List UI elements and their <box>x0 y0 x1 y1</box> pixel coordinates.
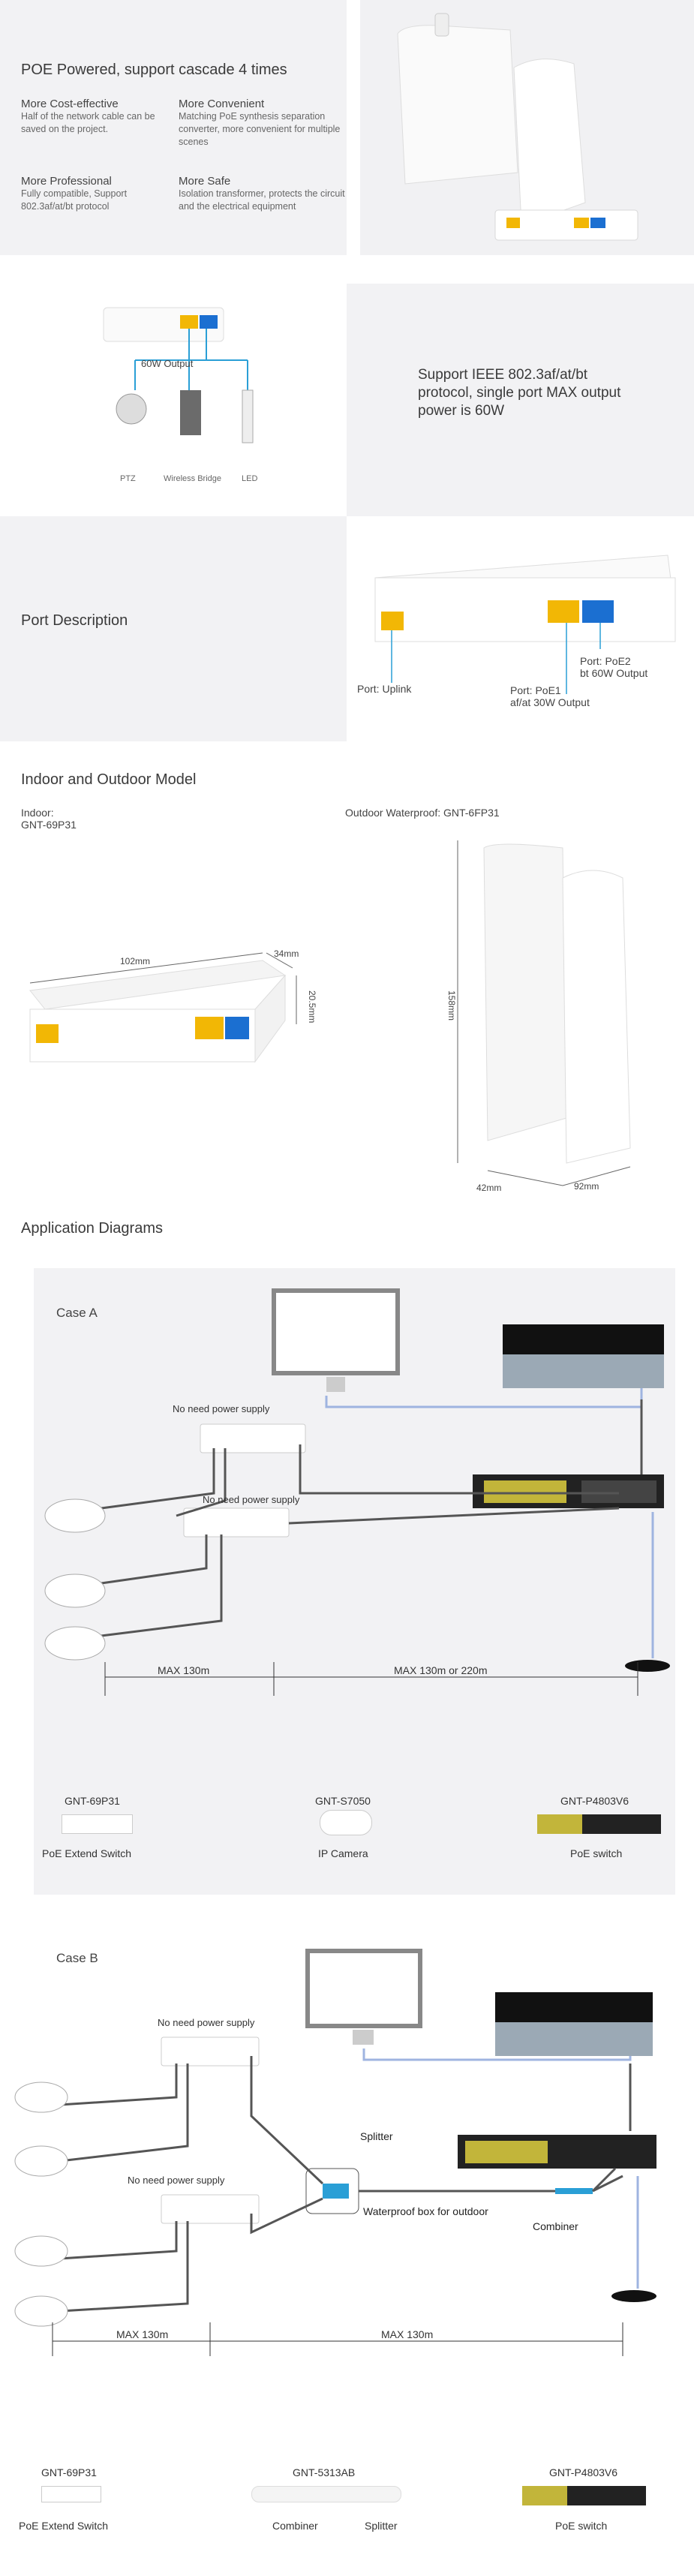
case-a-label: Case A <box>56 1306 98 1320</box>
indoor-model-image: 102mm 34mm 20.5mm <box>29 948 317 1063</box>
case-b-no-power-2: No need power supply <box>128 2175 225 2186</box>
case-a-no-power-2: No need power supply <box>203 1494 300 1505</box>
indoor-label: Indoor: GNT-69P31 <box>21 807 77 831</box>
feature-desc: Fully compatible, Support 802.3af/at/bt … <box>21 188 128 212</box>
dim-34: 34mm <box>274 948 299 959</box>
case-a-max1: MAX 130m <box>158 1664 209 1676</box>
dim-92: 92mm <box>574 1181 599 1192</box>
port-poe1-label: Port: PoE1 af/at 30W Output <box>510 684 590 708</box>
device-ptz: PTZ <box>120 474 136 483</box>
case-b-diagram: No need power supply No need power suppl… <box>14 1949 656 2356</box>
device-bridge: Wireless Bridge <box>164 474 222 483</box>
port-uplink-label: Port: Uplink <box>357 683 412 695</box>
outdoor-label: Outdoor Waterproof: GNT-6FP31 <box>345 807 500 819</box>
case-b-p1-model: GNT-69P31 <box>41 2466 97 2478</box>
outdoor-model-image: 158mm 42mm 92mm <box>446 840 631 1193</box>
feature-title: More Cost-effective <box>21 98 119 110</box>
dim-158: 158mm <box>446 990 457 1020</box>
feature-title: More Convenient <box>179 98 265 110</box>
case-b-p2-name: Combiner <box>272 2520 318 2532</box>
models-title: Indoor and Outdoor Model <box>21 771 197 788</box>
app-title: Application Diagrams <box>21 1220 163 1237</box>
port-poe2-label: Port: PoE2 bt 60W Output <box>580 655 647 679</box>
case-a-no-power-1: No need power supply <box>173 1403 270 1414</box>
case-a-p2-name: IP Camera <box>318 1847 368 1859</box>
feature-title: More Safe <box>179 175 231 188</box>
dim-42: 42mm <box>476 1183 501 1193</box>
case-b-p2-model: GNT-5313AB <box>293 2466 356 2478</box>
port-poe1-line2: af/at 30W Output <box>510 696 590 708</box>
feature-desc: Matching PoE synthesis separation conver… <box>179 111 341 147</box>
case-b-p2-icon <box>251 2486 401 2502</box>
case-b-p3-icon <box>522 2486 646 2505</box>
feature-4: More Safe Isolation transformer, protect… <box>179 175 345 213</box>
case-b-p1-name: PoE Extend Switch <box>19 2520 109 2532</box>
case-b-max1: MAX 130m <box>116 2328 168 2340</box>
indoor-line2: GNT-69P31 <box>21 819 77 831</box>
output-label: 60W Output <box>141 358 194 369</box>
port-device-image <box>374 555 676 694</box>
outdoor-unit-image <box>360 0 694 255</box>
section-ieee <box>347 284 694 516</box>
case-b-p2-name2: Splitter <box>365 2520 398 2532</box>
ieee-text: Support IEEE 802.3af/at/bt protocol, sin… <box>418 367 621 419</box>
feature-3: More Professional Fully compatible, Supp… <box>21 175 167 213</box>
cascade-title: POE Powered, support cascade 4 times <box>21 62 287 78</box>
feature-desc: Half of the network cable can be saved o… <box>21 111 155 134</box>
device-led: LED <box>242 474 258 483</box>
feature-1: More Cost-effective Half of the network … <box>21 98 167 136</box>
case-b-p1-icon <box>41 2486 101 2502</box>
case-b-label: Case B <box>56 1951 98 1965</box>
port-poe2-line2: bt 60W Output <box>580 667 648 679</box>
feature-title: More Professional <box>21 175 112 188</box>
case-a-p3-model: GNT-P4803V6 <box>560 1795 629 1807</box>
case-a-p3-name: PoE switch <box>570 1847 623 1859</box>
case-b-p3-name: PoE switch <box>555 2520 608 2532</box>
case-a-diagram: No need power supply No need power suppl… <box>44 1288 670 1696</box>
case-a-p1-icon <box>62 1814 133 1834</box>
case-a-p3-icon <box>537 1814 661 1834</box>
case-b-p3-model: GNT-P4803V6 <box>549 2466 618 2478</box>
case-b-max2: MAX 130m <box>381 2328 433 2340</box>
port-poe1-line1: Port: PoE1 <box>510 684 561 696</box>
dim-20-5: 20.5mm <box>307 990 317 1023</box>
case-b-waterproof: Waterproof box for outdoor <box>363 2205 488 2217</box>
port-poe2-line1: Port: PoE2 <box>580 655 631 667</box>
section-cascade <box>0 0 347 255</box>
section-port <box>0 516 347 741</box>
feature-desc: Isolation transformer, protects the circ… <box>179 188 345 212</box>
dim-102: 102mm <box>120 956 150 966</box>
feature-2: More Convenient Matching PoE synthesis s… <box>179 98 344 149</box>
case-a-p1-name: PoE Extend Switch <box>42 1847 132 1859</box>
case-b-combiner: Combiner <box>533 2220 578 2232</box>
case-b-no-power-1: No need power supply <box>158 2017 255 2028</box>
port-title: Port Description <box>21 612 128 629</box>
output-diagram <box>103 307 254 443</box>
indoor-line1: Indoor: <box>21 807 54 819</box>
case-a-p2-icon <box>320 1810 372 1835</box>
case-a-p1-model: GNT-69P31 <box>65 1795 120 1807</box>
case-a-p2-model: GNT-S7050 <box>315 1795 371 1807</box>
case-a-max2: MAX 130m or 220m <box>394 1664 488 1676</box>
case-b-splitter: Splitter <box>360 2130 393 2142</box>
